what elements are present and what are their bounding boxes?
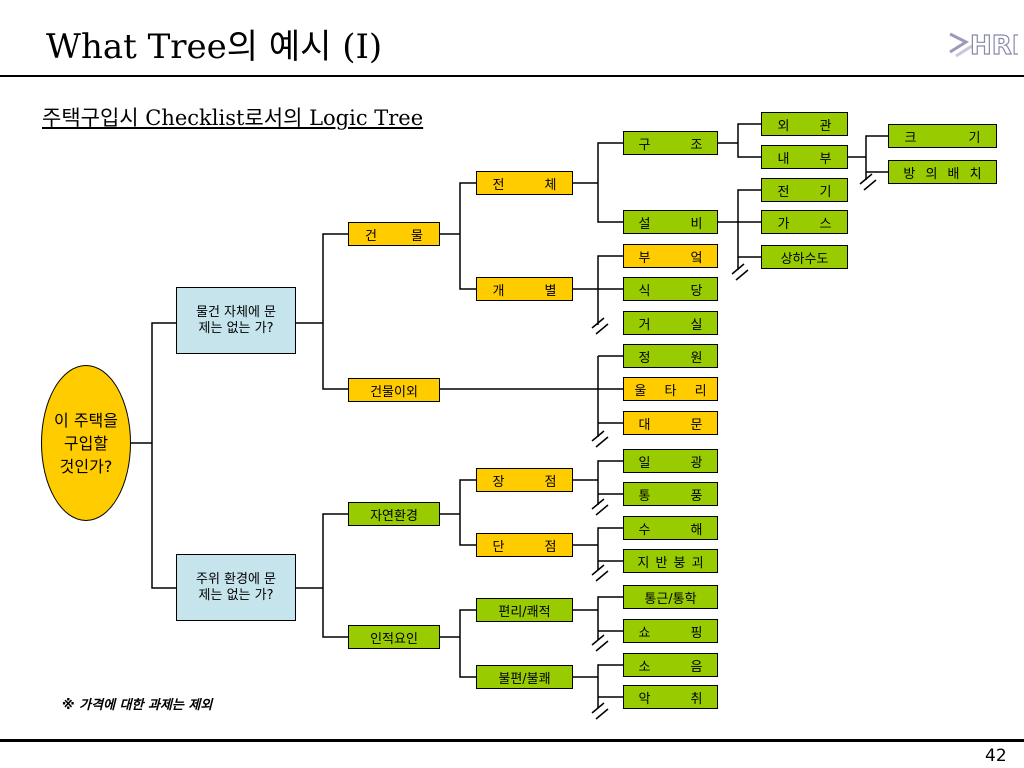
node-pros: 장 점 [476,468,573,492]
node-human-factor: 인적요인 [348,625,440,649]
node-environment-question: 주위 환경에 문제는 없는 가? [176,554,296,621]
node-nature: 자연환경 [348,502,440,526]
node-property-question: 물건 자체에 문제는 없는 가? [176,287,296,354]
footer-divider [0,739,1024,742]
node-structure: 구 조 [623,131,718,155]
node-non-building: 건물이외 [348,378,440,402]
node-building: 건 물 [348,222,440,246]
node-fence: 울 타 리 [623,377,718,401]
node-exterior: 외 관 [761,112,848,136]
node-whole: 전 체 [476,171,573,195]
node-room-layout: 방 의 배 치 [888,160,997,184]
node-garden: 정 원 [623,344,718,368]
node-gas: 가 스 [761,210,848,234]
diagram-subtitle: 주택구입시 Checklist로서의 Logic Tree [42,106,424,130]
node-size: 크 기 [888,124,997,148]
node-commute: 통근/통학 [623,585,718,609]
node-gate: 대 문 [623,411,718,435]
node-odor: 악 취 [623,685,718,709]
node-shopping: 쇼 핑 [623,619,718,643]
root-question: 이 주택을 구입할 것인가? [41,365,131,521]
footnote: ※ 가격에 대한 과제는 제외 [62,698,213,713]
node-water-sewer: 상하수도 [761,245,848,269]
node-convenience: 편리/쾌적 [476,598,573,622]
node-living: 거 실 [623,311,718,335]
node-ventilation: 통 풍 [623,482,718,506]
slide-title: What Tree의 예시 (I) [46,27,383,67]
node-flood: 수 해 [623,516,718,540]
node-individual: 개 별 [476,277,573,301]
node-cons: 단 점 [476,533,573,557]
node-landslide: 지 반 붕 괴 [623,549,718,573]
page-number: 42 [985,746,1007,766]
hrd-logo: HRD [949,30,1018,62]
node-electric: 전 기 [761,178,848,202]
svg-text:HRD: HRD [970,31,1018,61]
node-noise: 소 음 [623,653,718,677]
node-kitchen: 부 엌 [623,244,718,268]
node-facility: 설 비 [623,210,718,234]
node-inconvenience: 불편/불쾌 [476,665,573,689]
node-dining: 식 당 [623,277,718,301]
node-sunlight: 일 광 [623,449,718,473]
title-divider [0,75,1024,77]
node-interior: 내 부 [761,145,848,169]
